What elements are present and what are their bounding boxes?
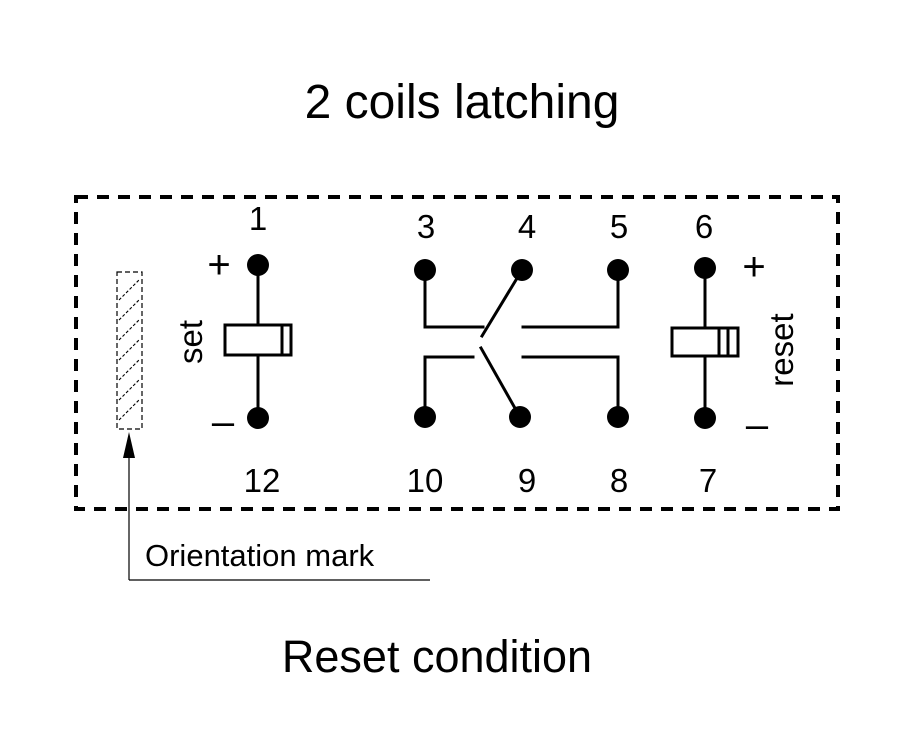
pin-6-label: 6 [695, 208, 713, 245]
set-coil-label: set [172, 320, 209, 364]
reset-minus-sign: – [746, 403, 769, 447]
reset-plus-sign: + [742, 245, 765, 289]
pin-12-label: 12 [244, 462, 281, 499]
pin-4-label: 4 [518, 208, 536, 245]
orientation-arrow [123, 432, 430, 581]
pin-9-label: 9 [518, 462, 536, 499]
orientation-mark [116, 271, 143, 430]
contact-terminals [414, 259, 629, 428]
set-coil [223, 254, 293, 429]
pin-3-label: 3 [417, 208, 435, 245]
contact-wiring [423, 267, 620, 420]
set-minus-sign: – [212, 400, 235, 444]
reset-coil [670, 257, 740, 429]
orientation-label: Orientation mark [145, 538, 375, 573]
diagram-caption: Reset condition [282, 631, 592, 682]
diagram-title: 2 coils latching [305, 76, 620, 129]
pin-1-label: 1 [249, 200, 267, 237]
relay-outline [74, 195, 840, 511]
pin-8-label: 8 [610, 462, 628, 499]
pin-5-label: 5 [610, 208, 628, 245]
pin-10-label: 10 [407, 462, 444, 499]
pin-7-label: 7 [699, 462, 717, 499]
set-plus-sign: + [207, 243, 230, 287]
reset-coil-label: reset [763, 313, 800, 386]
